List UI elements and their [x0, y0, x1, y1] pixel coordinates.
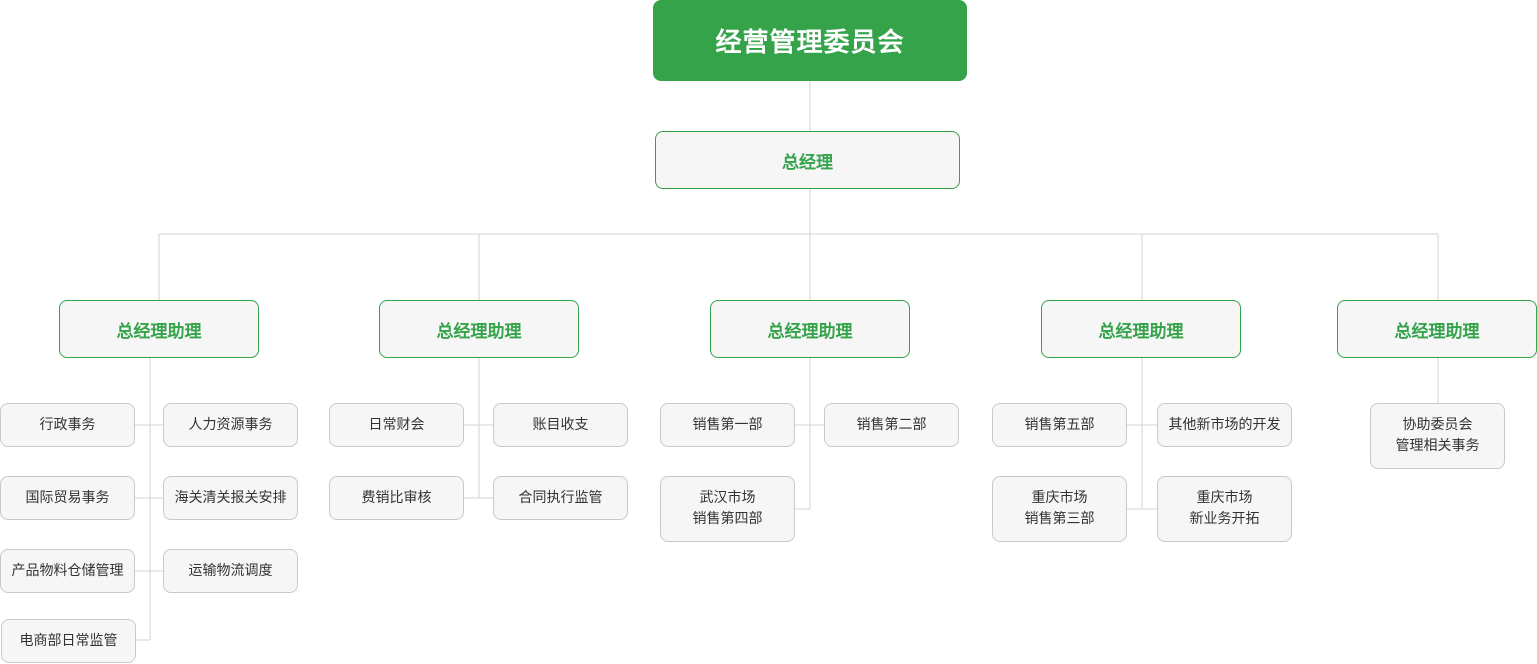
department-node: 运输物流调度	[163, 549, 298, 593]
assistant-node-2: 总经理助理	[379, 300, 579, 358]
department-node: 销售第五部	[992, 403, 1127, 447]
department-node: 重庆市场 新业务开拓	[1157, 476, 1292, 542]
department-node: 海关清关报关安排	[163, 476, 298, 520]
department-node: 其他新市场的开发	[1157, 403, 1292, 447]
department-node: 产品物料仓储管理	[0, 549, 135, 593]
department-node: 销售第一部	[660, 403, 795, 447]
committee-node: 经营管理委员会	[653, 0, 967, 81]
assistant-node-3: 总经理助理	[710, 300, 910, 358]
department-node: 费销比审核	[329, 476, 464, 520]
department-node: 国际贸易事务	[0, 476, 135, 520]
assistant-node-4: 总经理助理	[1041, 300, 1241, 358]
general-manager-node: 总经理	[655, 131, 960, 189]
assistant-node-5: 总经理助理	[1337, 300, 1537, 358]
department-node: 日常财会	[329, 403, 464, 447]
assistant-node-1: 总经理助理	[59, 300, 259, 358]
department-node: 协助委员会 管理相关事务	[1370, 403, 1505, 469]
department-node: 人力资源事务	[163, 403, 298, 447]
department-node: 销售第二部	[824, 403, 959, 447]
department-node: 账目收支	[493, 403, 628, 447]
department-node: 武汉市场 销售第四部	[660, 476, 795, 542]
department-node: 重庆市场 销售第三部	[992, 476, 1127, 542]
department-node: 合同执行监管	[493, 476, 628, 520]
department-node: 电商部日常监管	[1, 619, 136, 663]
department-node: 行政事务	[0, 403, 135, 447]
